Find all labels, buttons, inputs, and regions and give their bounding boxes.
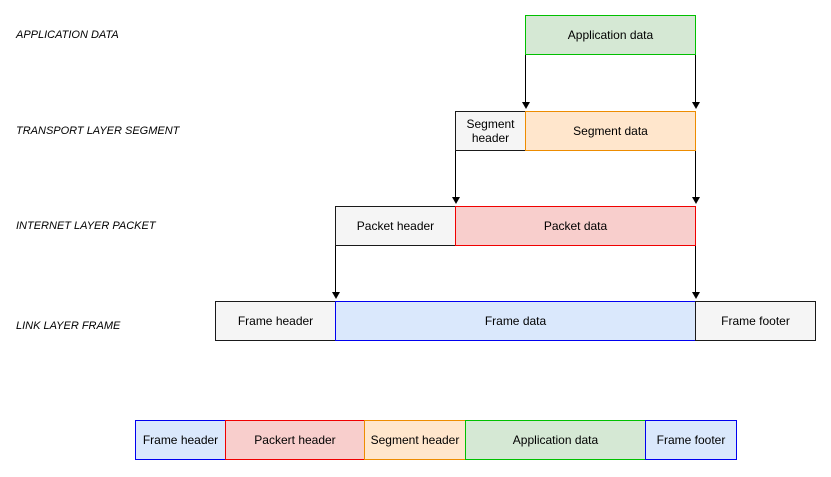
application-data-box: Application data xyxy=(525,15,696,55)
assembled-application-data-box: Application data xyxy=(465,420,646,460)
arrow-application-to-segment-left xyxy=(521,55,530,109)
assembled-frame-header-box: Frame header xyxy=(135,420,226,460)
packet-data-box: Packet data xyxy=(455,206,696,246)
arrow-application-to-segment-right xyxy=(691,55,700,109)
layer-label-transport-layer-segment: TRANSPORT LAYER SEGMENT xyxy=(16,125,180,137)
frame-header-box: Frame header xyxy=(215,301,336,341)
frame-footer-box: Frame footer xyxy=(695,301,816,341)
arrow-segment-to-packet-left xyxy=(451,151,460,204)
assembled-packet-header-box: Packert header xyxy=(225,420,365,460)
arrow-segment-to-packet-right xyxy=(691,151,700,204)
arrow-packet-to-frame-right xyxy=(691,246,700,299)
segment-header-box: Segment header xyxy=(455,111,526,151)
segment-data-box: Segment data xyxy=(525,111,696,151)
layer-label-link-layer-frame: LINK LAYER FRAME xyxy=(16,320,121,332)
layer-label-internet-layer-packet: INTERNET LAYER PACKET xyxy=(16,220,156,232)
packet-header-box: Packet header xyxy=(335,206,456,246)
arrow-packet-to-frame-left xyxy=(331,246,340,299)
frame-data-box: Frame data xyxy=(335,301,696,341)
layer-label-application-data: APPLICATION DATA xyxy=(16,29,119,41)
assembled-segment-header-box: Segment header xyxy=(364,420,466,460)
assembled-frame-footer-box: Frame footer xyxy=(645,420,737,460)
